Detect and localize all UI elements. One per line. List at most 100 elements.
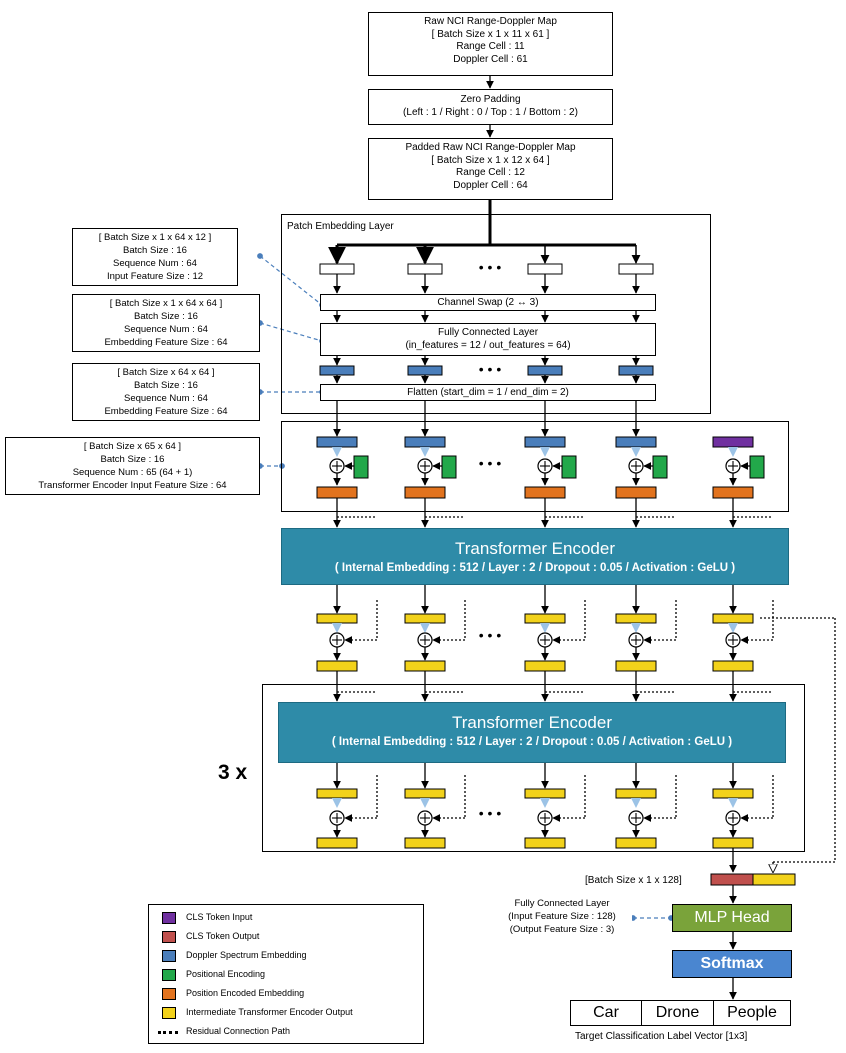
- legend-label-2: CLS Token Output: [186, 931, 260, 941]
- patch-embedding-frame: [281, 214, 711, 414]
- enc1-out-cell-2: [404, 613, 446, 624]
- pos-encoding-cell-2: [441, 455, 457, 479]
- enc2-sum-cell-1: [316, 837, 358, 849]
- annotation-shape-3: [ Batch Size x 64 x 64 ] Batch Size : 16…: [72, 363, 260, 421]
- patch-embedding-label: Patch Embedding Layer: [287, 221, 394, 232]
- ellipsis-posenc: • • •: [479, 455, 502, 471]
- raw-input-title: Raw NCI Range-Doppler Map: [424, 16, 557, 27]
- ellipsis-enc1-out: • • •: [479, 627, 502, 643]
- fc-layer-box: Fully Connected Layer (in_features = 12 …: [320, 323, 656, 356]
- flatten-box: Flatten (start_dim = 1 / end_dim = 2): [320, 384, 656, 401]
- legend-swatch-5: [162, 988, 176, 1000]
- pos-encoding-cell-1: [353, 455, 369, 479]
- annotation-shape-2: [ Batch Size x 1 x 64 x 64 ] Batch Size …: [72, 294, 260, 352]
- fork-enc2-3: [540, 798, 550, 808]
- raw-input-range: Range Cell : 11: [456, 41, 525, 52]
- enc1-out-cell-1: [316, 613, 358, 624]
- enc1-out-cell-3: [524, 613, 566, 624]
- annotation-shape-4: [ Batch Size x 65 x 64 ] Batch Size : 16…: [5, 437, 260, 495]
- annotation-1-line-1: [ Batch Size x 1 x 64 x 12 ]: [98, 232, 212, 243]
- enc1-sum-cell-3: [524, 660, 566, 672]
- legend-swatch-6: [162, 1007, 176, 1019]
- transformer-encoder-1: Transformer Encoder ( Internal Embedding…: [281, 528, 789, 585]
- annotation-4-line-2: Batch Size : 16: [100, 454, 165, 465]
- legend-label-1: CLS Token Input: [186, 912, 253, 922]
- annotation-3-line-4: Embedding Feature Size : 64: [104, 406, 228, 417]
- mlp-head-box: MLP Head: [672, 904, 792, 932]
- transformer-encoder-1-title: Transformer Encoder: [455, 539, 615, 558]
- annotation-3-line-3: Sequence Num : 64: [124, 393, 208, 404]
- annotation-4-line-3: Sequence Num : 65 (64 + 1): [72, 467, 193, 478]
- cls-output-cell: [710, 873, 754, 886]
- legend-swatch-3: [162, 950, 176, 962]
- repeat-block-frame: [262, 684, 805, 852]
- zero-padding-box: Zero Padding (Left : 1 / Right : 0 / Top…: [368, 89, 613, 125]
- annotation-1-line-2: Batch Size : 16: [123, 245, 187, 256]
- legend-label-4: Positional Encoding: [186, 969, 266, 979]
- pos-encoding-cell-5: [749, 455, 765, 479]
- padded-input-shape: [ Batch Size x 1 x 12 x 64 ]: [431, 154, 550, 166]
- ellipsis-enc2-out: • • •: [479, 805, 502, 821]
- legend-frame: [148, 904, 424, 1044]
- transformer-encoder-1-detail: ( Internal Embedding : 512 / Layer : 2 /…: [334, 562, 736, 574]
- output-shape-label: [Batch Size x 1 x 128]: [585, 875, 682, 886]
- fork-posenc-3: [540, 447, 550, 457]
- annotation-4-line-4: Transformer Encoder Input Feature Size :…: [38, 480, 227, 491]
- fork-posenc-1: [332, 447, 342, 457]
- zero-padding-title: Zero Padding: [460, 94, 521, 105]
- flatten-label: Flatten (start_dim = 1 / end_dim = 2): [407, 387, 569, 398]
- annotation-2-line-4: Embedding Feature Size : 64: [104, 337, 228, 348]
- transformer-encoder-2: Transformer Encoder ( Internal Embedding…: [278, 702, 786, 763]
- enc1-sum-cell-5: [712, 660, 754, 672]
- annotation-1-line-3: Sequence Num : 64: [113, 258, 197, 269]
- padded-input-doppler: Doppler Cell : 64: [453, 179, 528, 191]
- enc2-sum-cell-2: [404, 837, 446, 849]
- fork-enc2-5: [728, 798, 738, 808]
- output-fc-line-1: Fully Connected Layer: [514, 898, 610, 909]
- padded-input-range: Range Cell : 12: [456, 167, 525, 178]
- annotation-shape-1: [ Batch Size x 1 x 64 x 12 ] Batch Size …: [72, 228, 238, 286]
- legend-swatch-4: [162, 969, 176, 981]
- output-fc-line-2: (Input Feature Size : 128): [508, 911, 616, 922]
- legend-label-3: Doppler Spectrum Embedding: [186, 950, 307, 960]
- fork-enc2-1: [332, 798, 342, 808]
- class-label-drone: Drone: [641, 1000, 714, 1026]
- fork-enc1-2: [420, 623, 430, 633]
- raw-input-box: Raw NCI Range-Doppler Map [ Batch Size x…: [368, 12, 613, 76]
- ellipsis-patch-1: • • •: [479, 259, 502, 275]
- enc2-sum-cell-3: [524, 837, 566, 849]
- enc1-sum-cell-4: [615, 660, 657, 672]
- channel-swap-box: Channel Swap (2 ↔ 3): [320, 294, 656, 311]
- enc1-sum-cell-1: [316, 660, 358, 672]
- fork-posenc-5: [728, 447, 738, 457]
- enc1-sum-cell-2: [404, 660, 446, 672]
- padded-input-box: Padded Raw NCI Range-Doppler Map [ Batch…: [368, 138, 613, 200]
- legend-label-7: Residual Connection Path: [186, 1026, 291, 1036]
- fc-layer-title: Fully Connected Layer: [437, 327, 539, 338]
- enc1-out-cell-5: [712, 613, 754, 624]
- ellipsis-patch-2: • • •: [479, 361, 502, 377]
- annotation-link-1: [257, 253, 325, 308]
- channel-swap-label: Channel Swap (2 ↔ 3): [437, 297, 539, 308]
- fork-enc1-5: [728, 623, 738, 633]
- zero-padding-detail: (Left : 1 / Right : 0 / Top : 1 / Bottom…: [403, 106, 578, 118]
- enc2-sum-cell-4: [615, 837, 657, 849]
- annotation-3-line-1: [ Batch Size x 64 x 64 ]: [117, 367, 215, 378]
- fork-posenc-4: [631, 447, 641, 457]
- pos-encoding-cell-3: [561, 455, 577, 479]
- annotation-3-line-2: Batch Size : 16: [134, 380, 198, 391]
- pos-encoding-cell-4: [652, 455, 668, 479]
- annotation-2-line-2: Batch Size : 16: [134, 311, 198, 322]
- fork-enc2-2: [420, 798, 430, 808]
- annotation-2-line-1: [ Batch Size x 1 x 64 x 64 ]: [109, 298, 223, 309]
- legend-residual-dots-icon: [158, 1031, 178, 1034]
- output-fc-line-3: (Output Feature Size : 3): [509, 924, 615, 935]
- repeat-count-label: 3 x: [218, 761, 248, 784]
- softmax-box: Softmax: [672, 950, 792, 978]
- output-fc-annotation: Fully Connected Layer (Input Feature Siz…: [492, 895, 632, 941]
- raw-input-shape: [ Batch Size x 1 x 11 x 61 ]: [431, 28, 550, 40]
- padded-input-title: Padded Raw NCI Range-Doppler Map: [405, 142, 576, 153]
- annotation-2-line-3: Sequence Num : 64: [124, 324, 208, 335]
- annotation-4-line-1: [ Batch Size x 65 x 64 ]: [83, 441, 182, 452]
- class-label-people: People: [713, 1000, 791, 1026]
